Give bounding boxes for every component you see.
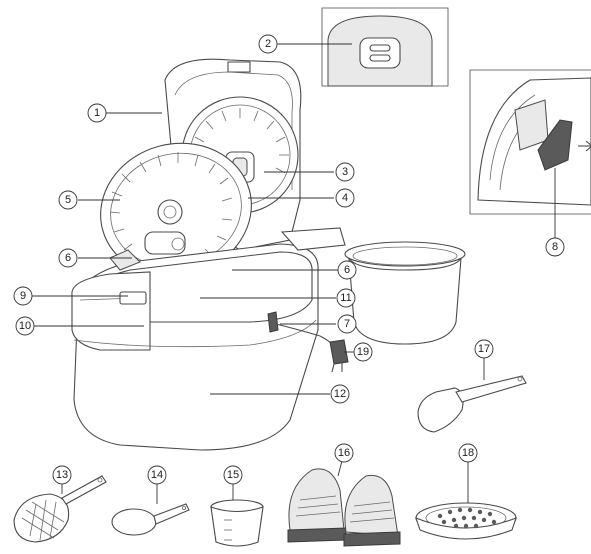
svg-text:15: 15 bbox=[227, 469, 239, 481]
svg-text:10: 10 bbox=[19, 320, 31, 332]
spatula bbox=[418, 376, 526, 432]
callout-2: 2 bbox=[259, 35, 277, 53]
oven-mitts bbox=[288, 469, 400, 546]
inset-release-button bbox=[322, 8, 448, 86]
svg-text:1: 1 bbox=[94, 107, 100, 119]
svg-text:9: 9 bbox=[20, 290, 26, 302]
callout-10: 10 bbox=[16, 317, 34, 335]
callout-8: 8 bbox=[546, 238, 564, 256]
callout-19: 19 bbox=[354, 343, 372, 361]
measuring-spoon bbox=[112, 504, 189, 535]
callout-18: 18 bbox=[459, 444, 477, 462]
svg-text:17: 17 bbox=[478, 343, 490, 355]
measuring-cup bbox=[211, 500, 263, 546]
svg-text:13: 13 bbox=[56, 469, 68, 481]
svg-text:6: 6 bbox=[344, 264, 350, 276]
callout-16: 16 bbox=[335, 444, 353, 462]
callout-17: 17 bbox=[475, 340, 493, 358]
callout-3: 3 bbox=[336, 163, 354, 181]
ladle bbox=[14, 476, 106, 542]
cooker-body bbox=[72, 228, 345, 450]
inner-pot bbox=[345, 242, 465, 344]
inset-detachable-part bbox=[470, 70, 591, 214]
svg-text:19: 19 bbox=[357, 346, 369, 358]
callout-9: 9 bbox=[14, 287, 32, 305]
callout-4: 4 bbox=[336, 189, 354, 207]
callout-12: 12 bbox=[331, 385, 349, 403]
callout-13: 13 bbox=[53, 466, 71, 484]
svg-text:11: 11 bbox=[340, 292, 351, 304]
svg-text:2: 2 bbox=[265, 38, 271, 50]
svg-text:8: 8 bbox=[552, 241, 558, 253]
svg-text:6: 6 bbox=[65, 252, 71, 264]
svg-text:3: 3 bbox=[342, 166, 348, 178]
callout-11: 11 bbox=[337, 289, 355, 307]
steam-basket bbox=[416, 503, 516, 539]
svg-text:16: 16 bbox=[338, 447, 350, 459]
callout-7: 7 bbox=[338, 315, 356, 333]
svg-text:18: 18 bbox=[462, 447, 474, 459]
svg-text:14: 14 bbox=[151, 469, 163, 481]
svg-text:12: 12 bbox=[334, 388, 346, 400]
callout-15: 15 bbox=[224, 466, 242, 484]
callout-5: 5 bbox=[59, 191, 77, 209]
callout-14: 14 bbox=[148, 466, 166, 484]
callout-6-right: 6 bbox=[338, 261, 356, 279]
callout-1: 1 bbox=[88, 104, 106, 122]
svg-text:5: 5 bbox=[65, 194, 71, 206]
svg-text:7: 7 bbox=[344, 318, 350, 330]
svg-text:4: 4 bbox=[342, 192, 348, 204]
callout-6-left: 6 bbox=[59, 249, 77, 267]
